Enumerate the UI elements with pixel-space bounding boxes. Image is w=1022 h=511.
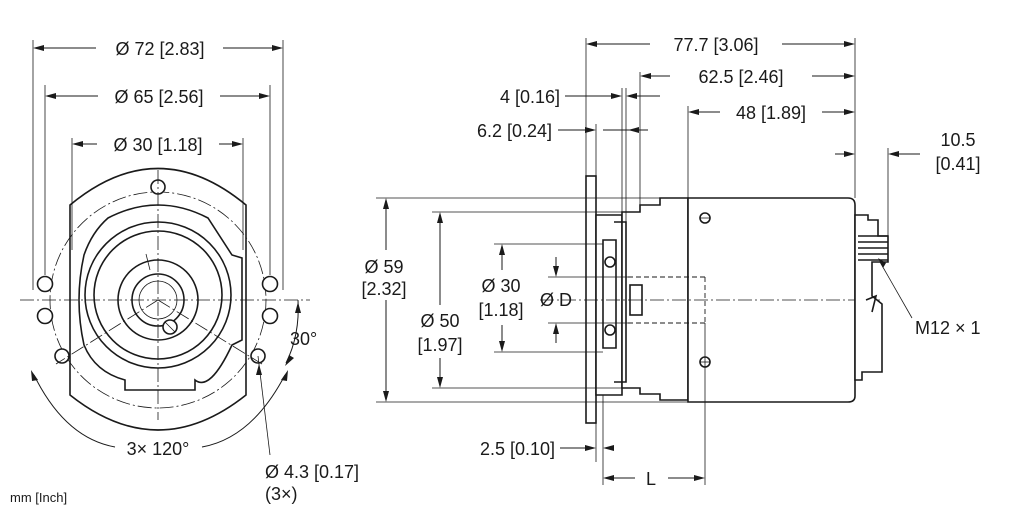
side-dim-len77: 77.7 [3.06] [673, 35, 758, 55]
front-dim-angle30: 30° [290, 329, 317, 349]
front-dim-d72: Ø 72 [2.83] [115, 39, 204, 59]
front-dim-hole: Ø 4.3 [0.17] [265, 462, 359, 482]
front-housing [78, 204, 243, 391]
side-dim-d59-value: Ø 59 [364, 257, 403, 277]
side-dim-len4: 4 [0.16] [500, 87, 560, 107]
side-dim-len48: 48 [1.89] [736, 103, 806, 123]
side-dim-L: L [646, 469, 656, 489]
side-dim-len6: 6.2 [0.24] [477, 121, 552, 141]
front-outer-flange [69, 167, 247, 431]
side-dim-len10-inch: [0.41] [935, 154, 980, 174]
side-dim-d50-value: Ø 50 [420, 311, 459, 331]
units-label: mm [Inch] [10, 490, 67, 505]
front-view: Ø 72 [2.83] Ø 65 [2.56] Ø 30 [1.18] 30° … [20, 39, 359, 504]
side-view: 77.7 [3.06] 62.5 [2.46] 4 [0.16] 48 [1.8… [361, 35, 980, 489]
side-flange-plate [585, 175, 597, 424]
front-hole-lower-left [54, 348, 70, 364]
side-dim-len2-5: 2.5 [0.10] [480, 439, 555, 459]
side-dim-d59-inch: [2.32] [361, 279, 406, 299]
side-dim-connector: M12 × 1 [915, 318, 981, 338]
side-dim-d50-inch: [1.97] [417, 335, 462, 355]
side-collar [595, 214, 623, 396]
side-housing-step [621, 197, 689, 401]
front-dim-hole-count: (3×) [265, 484, 298, 504]
side-dim-d30-value: Ø 30 [481, 276, 520, 296]
side-dim-d30-inch: [1.18] [478, 300, 523, 320]
side-dim-dD: Ø D [540, 290, 572, 310]
side-dim-len10-value: 10.5 [940, 130, 975, 150]
front-dim-d65: Ø 65 [2.56] [114, 87, 203, 107]
front-dim-angle120: 3× 120° [127, 439, 190, 459]
side-dim-len62: 62.5 [2.46] [698, 67, 783, 87]
front-dim-d30: Ø 30 [1.18] [113, 135, 202, 155]
